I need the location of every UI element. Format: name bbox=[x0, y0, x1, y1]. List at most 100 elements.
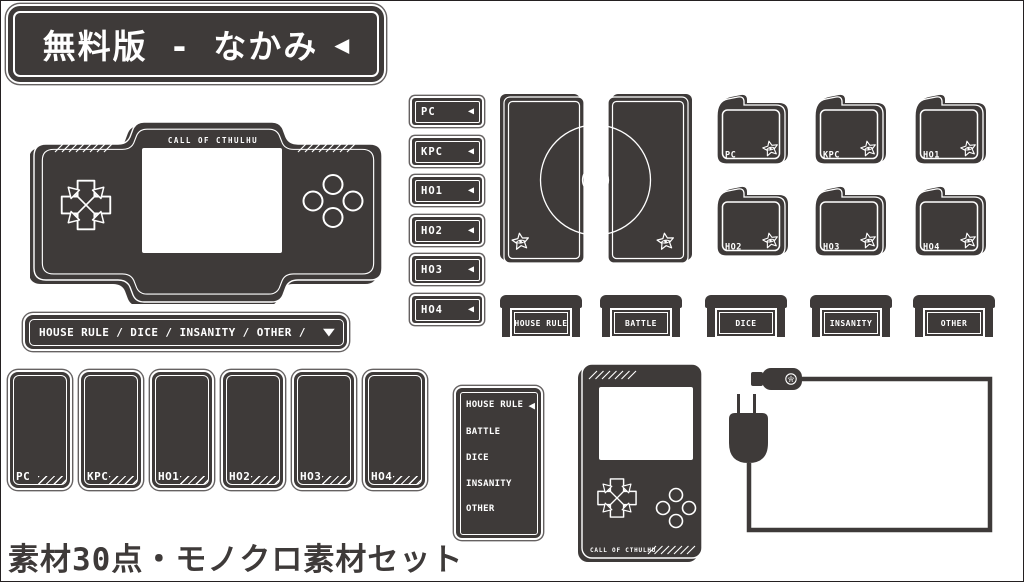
face-buttons[interactable] bbox=[655, 487, 697, 529]
hatch-marks-top bbox=[588, 370, 637, 380]
plug-prongs bbox=[737, 394, 756, 413]
disc-case bbox=[500, 94, 692, 264]
button-ho1[interactable]: HO1 ◀ bbox=[412, 177, 482, 204]
cartridge-kpc: KPC bbox=[811, 94, 887, 164]
cartridge-ho4: HO4 bbox=[911, 186, 987, 256]
left-triangle-icon: ◀ bbox=[467, 185, 474, 196]
card-label: PC bbox=[16, 470, 31, 483]
dropdown-item-battle[interactable]: BATTLE bbox=[466, 425, 535, 439]
tab-leg bbox=[812, 305, 820, 337]
filter-bar[interactable]: HOUSE RULE / DICE / INSANITY / OTHER / ▼ bbox=[25, 315, 347, 349]
button-ho4[interactable]: HO4 ◀ bbox=[412, 296, 482, 323]
dropdown-item-label: OTHER bbox=[466, 504, 495, 514]
tab-leg bbox=[777, 305, 785, 337]
tab-house-rule[interactable]: HOUSE RULE bbox=[500, 295, 582, 337]
disc-circle-left-half bbox=[539, 124, 584, 236]
tab-label: HOUSE RULE bbox=[514, 318, 568, 328]
hatch-marks-right bbox=[297, 141, 358, 153]
cartridge-ho2: HO2 bbox=[713, 186, 789, 256]
tab-top-bar bbox=[913, 295, 995, 308]
tab-top-bar bbox=[810, 295, 892, 308]
left-triangle-icon: ◀ bbox=[334, 29, 350, 59]
button-label: PC bbox=[421, 105, 436, 118]
face-buttons[interactable] bbox=[302, 174, 364, 228]
cartridge-pc: PC bbox=[713, 94, 789, 164]
tab-leg bbox=[882, 305, 890, 337]
console-brand-text: CALL OF CTHULHU bbox=[590, 547, 656, 554]
card-ho4: HO4 bbox=[365, 372, 425, 488]
tab-leg bbox=[707, 305, 715, 337]
usb-connector-tip bbox=[751, 372, 763, 386]
hatch-marks bbox=[322, 476, 350, 485]
console-screen bbox=[142, 148, 282, 253]
disc-left-panel bbox=[503, 96, 585, 264]
console-brand-text: CALL OF CTHULHU bbox=[168, 136, 258, 145]
tab-label-panel: INSANITY bbox=[822, 310, 880, 336]
cartridge-label: KPC bbox=[823, 151, 840, 161]
charger-cable bbox=[729, 368, 993, 533]
tab-top-bar bbox=[705, 295, 787, 308]
cartridge-ho1: HO1 bbox=[911, 94, 987, 164]
tab-dice[interactable]: DICE bbox=[705, 295, 787, 337]
hatch-marks bbox=[38, 476, 66, 485]
button-ho2[interactable]: HO2 ◀ bbox=[412, 217, 482, 244]
button-pc[interactable]: PC ◀ bbox=[412, 98, 482, 125]
tab-battle[interactable]: BATTLE bbox=[600, 295, 682, 337]
hatch-marks bbox=[251, 476, 279, 485]
tab-label: DICE bbox=[735, 318, 757, 328]
hatch-marks bbox=[393, 476, 421, 485]
button-kpc[interactable]: KPC ◀ bbox=[412, 138, 482, 165]
tab-other[interactable]: OTHER bbox=[913, 295, 995, 337]
tab-label-panel: BATTLE bbox=[612, 310, 670, 336]
dropdown-item-dice[interactable]: DICE bbox=[466, 451, 535, 465]
card-label: KPC bbox=[87, 470, 109, 483]
cartridge-label: HO3 bbox=[823, 243, 840, 253]
right-inner-outline bbox=[611, 100, 685, 260]
tab-top-bar bbox=[500, 295, 582, 308]
tab-leg bbox=[602, 305, 610, 337]
card-label: HO2 bbox=[229, 470, 251, 483]
cartridge-label: PC bbox=[725, 151, 736, 161]
console-screen bbox=[599, 387, 693, 460]
dropdown-item-house-rule[interactable]: HOUSE RULE ◀ bbox=[466, 398, 535, 412]
card-label: HO4 bbox=[371, 470, 393, 483]
title-banner[interactable]: 無料版 - なかみ ◀ bbox=[8, 6, 384, 82]
tab-top-bar bbox=[600, 295, 682, 308]
dropdown-triangle-icon[interactable]: ▼ bbox=[323, 324, 335, 340]
button-label: KPC bbox=[421, 145, 443, 158]
card-ho1: HO1 bbox=[152, 372, 212, 488]
filter-bar-text: HOUSE RULE / DICE / INSANITY / OTHER / bbox=[39, 325, 306, 339]
hatch-marks bbox=[109, 476, 137, 485]
button-ho3[interactable]: HO3 ◀ bbox=[412, 256, 482, 283]
hatch-marks-bottom bbox=[647, 545, 696, 555]
dropdown-item-insanity[interactable]: INSANITY bbox=[466, 477, 535, 491]
hatch-marks-left bbox=[54, 141, 115, 153]
left-triangle-icon: ◀ bbox=[467, 304, 474, 315]
tab-label: OTHER bbox=[940, 318, 968, 328]
console-inner-outline bbox=[41, 128, 375, 295]
disc-right-panel bbox=[607, 96, 689, 264]
tab-label-panel: HOUSE RULE bbox=[512, 310, 570, 336]
tab-label-panel: OTHER bbox=[925, 310, 983, 336]
left-inner-outline bbox=[507, 100, 581, 260]
cartridge-ho3: HO3 bbox=[811, 186, 887, 256]
cartridge-label: HO1 bbox=[923, 151, 940, 161]
dropdown-item-label: INSANITY bbox=[466, 479, 512, 489]
cartridge-label: HO2 bbox=[725, 243, 742, 253]
card-label: HO1 bbox=[158, 470, 180, 483]
title-text: 無料版 - なかみ bbox=[42, 27, 319, 66]
card-pc: PC bbox=[10, 372, 70, 488]
card-label: HO3 bbox=[300, 470, 322, 483]
tab-label: INSANITY bbox=[829, 318, 873, 328]
card-kpc: KPC bbox=[81, 372, 141, 488]
disc-circle-right-half bbox=[608, 124, 652, 236]
dropdown-item-label: HOUSE RULE bbox=[466, 400, 524, 410]
tab-leg bbox=[985, 305, 993, 337]
dropdown-item-other[interactable]: OTHER bbox=[466, 502, 535, 516]
tab-insanity[interactable]: INSANITY bbox=[810, 295, 892, 337]
handheld-console-horizontal: CALL OF CTHULHU bbox=[30, 121, 383, 304]
dropdown-item-label: DICE bbox=[466, 453, 489, 463]
handheld-console-vertical: CALL OF CTHULHU bbox=[578, 363, 703, 562]
tab-label: BATTLE bbox=[625, 318, 657, 328]
